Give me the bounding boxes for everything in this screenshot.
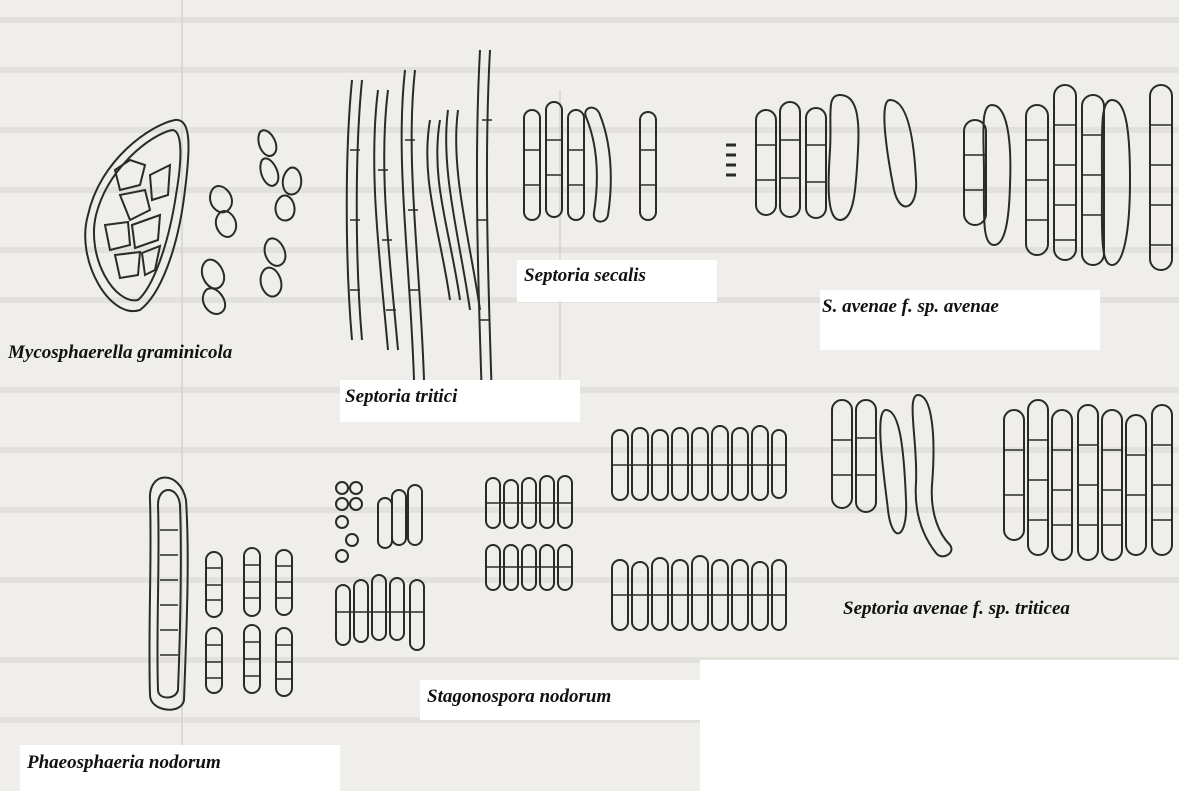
stagonospora-spores-drawing: [336, 426, 786, 650]
label-stagonospora-nodorum: Stagonospora nodorum: [427, 686, 611, 708]
phaeosphaeria-ascospores-drawing: [206, 548, 292, 696]
label-mycosphaerella-graminicola: Mycosphaerella graminicola: [8, 342, 232, 364]
label-box-avenae-triticea: [700, 660, 1179, 791]
label-phaeosphaeria-nodorum: Phaeosphaeria nodorum: [27, 752, 221, 774]
avenae-avenae-spores-drawing: [726, 85, 1172, 270]
label-septoria-tritici: Septoria tritici: [345, 386, 457, 408]
label-septoria-avenae-f-sp-triticea: Septoria avenae f. sp. triticea: [843, 598, 1070, 620]
septoria-tritici-spores-drawing: [347, 50, 492, 400]
avenae-triticea-spores-drawing: [832, 395, 1172, 560]
label-septoria-secalis: Septoria secalis: [524, 265, 646, 287]
label-s-avenae-f-sp-avenae: S. avenae f. sp. avenae: [822, 296, 999, 318]
septoria-secalis-spores-drawing: [524, 102, 656, 222]
mycosphaerella-ascus-drawing: [85, 120, 188, 311]
mycosphaerella-ascospores-drawing: [202, 130, 301, 314]
